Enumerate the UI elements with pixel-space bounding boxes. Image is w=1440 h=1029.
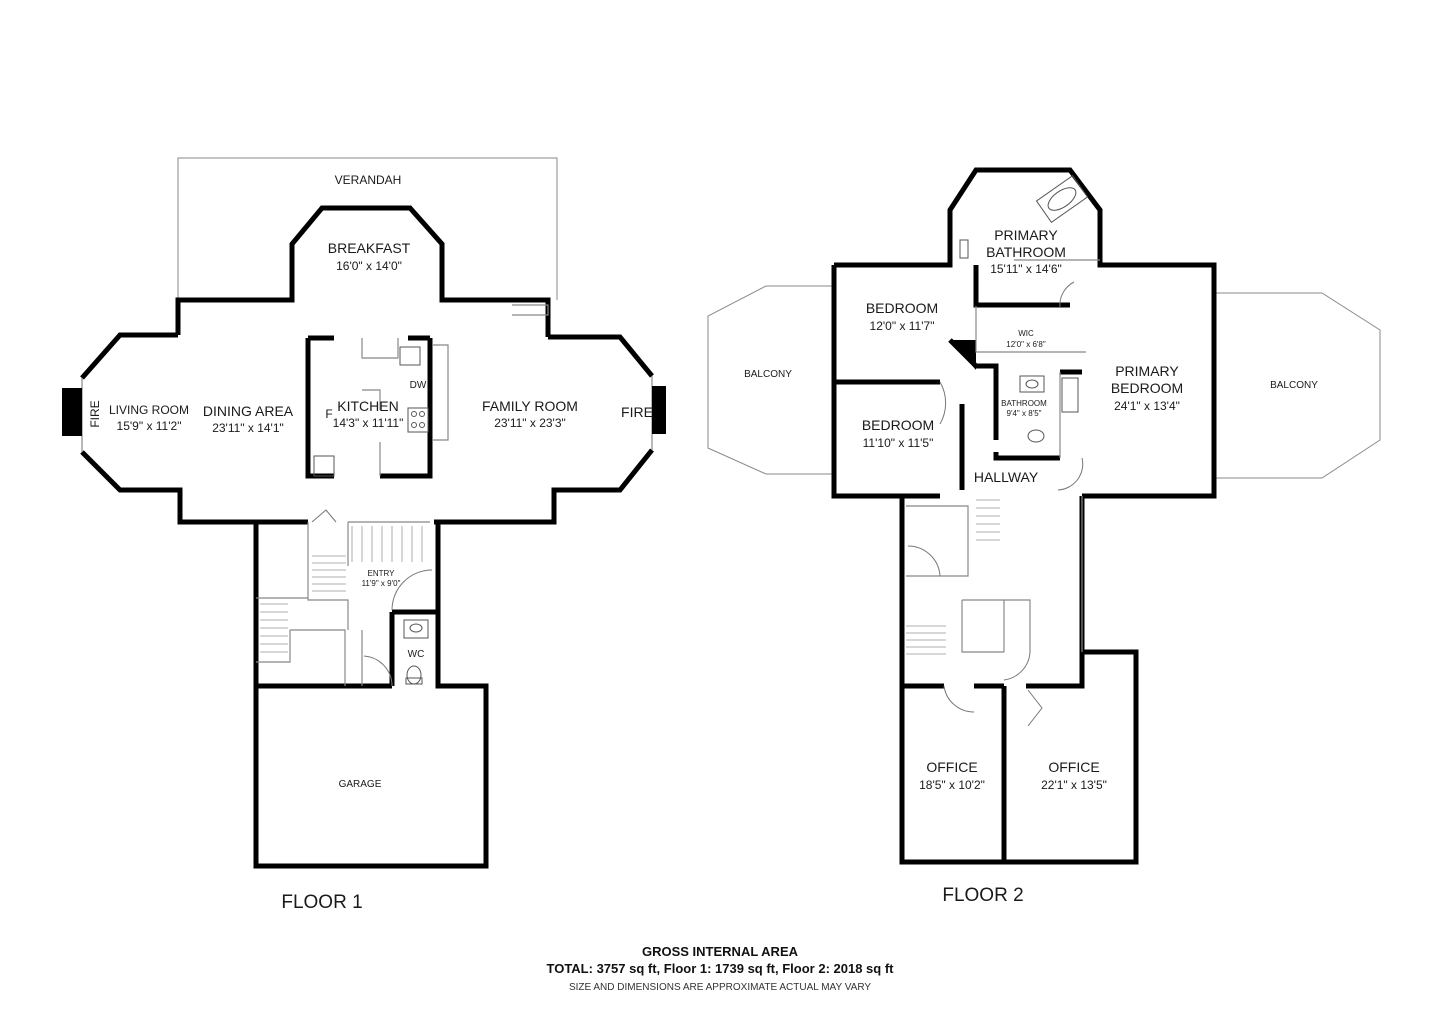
bathroom-fixtures xyxy=(959,175,1089,443)
entry-dim: 11'9" x 9'0" xyxy=(362,579,401,588)
primary-bedroom-label-1: PRIMARY xyxy=(1115,363,1179,379)
bathroom-dim: 9'4" x 8'5" xyxy=(1007,409,1042,418)
bedroom-2-label: BEDROOM xyxy=(862,417,934,433)
balcony-right-label: BALCONY xyxy=(1270,380,1318,391)
wc-fixtures xyxy=(403,619,429,685)
primary-bathroom-label-1: PRIMARY xyxy=(994,227,1058,243)
floor-2-stairs xyxy=(906,499,1000,655)
floor-2-plan: PRIMARY BATHROOM 15'11" x 14'6" BEDROOM … xyxy=(707,167,1381,906)
primary-bedroom-label-2: BEDROOM xyxy=(1111,380,1183,396)
kitchen-dim: 14'3" x 11'11" xyxy=(333,416,404,430)
disclaimer-note: SIZE AND DIMENSIONS ARE APPROXIMATE ACTU… xyxy=(568,982,872,993)
garage-label: GARAGE xyxy=(339,779,382,790)
bedroom-2-dim: 11'10" x 11'5" xyxy=(863,436,934,450)
family-room-label: FAMILY ROOM xyxy=(482,398,578,414)
floor-2-labels: PRIMARY BATHROOM 15'11" x 14'6" BEDROOM … xyxy=(744,227,1318,906)
balcony-left-outline xyxy=(707,285,835,475)
primary-bathroom-dim: 15'11" x 14'6" xyxy=(990,262,1062,276)
living-room-label: LIVING ROOM xyxy=(109,403,189,417)
wic-label: WIC xyxy=(1018,329,1034,338)
fire-left-label: FIRE xyxy=(88,400,102,427)
bathroom-label: BATHROOM xyxy=(1001,399,1047,408)
bedroom-1-label: BEDROOM xyxy=(866,300,938,316)
fridge-label: F xyxy=(325,407,332,421)
chamfer-wall xyxy=(950,340,976,370)
primary-bedroom-dim: 24'1" x 13'4" xyxy=(1114,399,1180,413)
floor-1-thin-lines xyxy=(81,304,653,686)
office-1-label: OFFICE xyxy=(926,759,977,775)
bedroom-1-dim: 12'0" x 11'7" xyxy=(870,319,935,333)
office-1-dim: 18'5" x 10'2" xyxy=(919,778,985,792)
fire-right-label: FIRE xyxy=(621,404,653,420)
verandah-label: VERANDAH xyxy=(335,173,402,187)
floor-1-stairs xyxy=(260,526,423,653)
office-2-dim: 22'1" x 13'5" xyxy=(1041,778,1107,792)
gross-area-total: TOTAL: 3757 sq ft, Floor 1: 1739 sq ft, … xyxy=(546,961,894,976)
fireplace-left xyxy=(62,388,82,436)
floor-1-doors xyxy=(311,509,433,687)
fireplace-right xyxy=(652,386,666,434)
floor-1-labels: VERANDAH BREAKFAST 16'0" x 14'0" LIVING … xyxy=(88,173,653,913)
floor-1-plan: VERANDAH BREAKFAST 16'0" x 14'0" LIVING … xyxy=(62,157,666,913)
verandah-outline xyxy=(177,157,558,300)
gross-area-title: GROSS INTERNAL AREA xyxy=(641,944,798,959)
living-room-dim: 15'9" x 11'2" xyxy=(117,419,182,433)
balcony-left-label: BALCONY xyxy=(744,369,792,380)
floor-2-doors xyxy=(907,281,1084,727)
hallway-label: HALLWAY xyxy=(974,469,1039,485)
dining-area-dim: 23'11" x 14'1" xyxy=(212,421,284,435)
office-2-label: OFFICE xyxy=(1048,759,1099,775)
wic-dim: 12'0" x 6'8" xyxy=(1006,340,1046,349)
floor-1-walls xyxy=(80,205,654,869)
wc-label: WC xyxy=(408,649,425,660)
breakfast-dim: 16'0" x 14'0" xyxy=(336,259,402,273)
family-room-dim: 23'11" x 23'3" xyxy=(494,416,566,430)
floor-2-thin-lines xyxy=(906,259,1100,653)
breakfast-label: BREAKFAST xyxy=(328,240,411,256)
floor-2-title: FLOOR 2 xyxy=(942,885,1023,906)
kitchen-fixtures xyxy=(313,346,429,477)
dishwasher-label: DW xyxy=(410,380,427,391)
floor-1-title: FLOOR 1 xyxy=(281,892,362,913)
primary-bathroom-label-2: BATHROOM xyxy=(986,244,1066,260)
kitchen-label: KITCHEN xyxy=(337,398,398,414)
dining-area-label: DINING AREA xyxy=(203,403,294,419)
entry-label: ENTRY xyxy=(368,569,396,578)
